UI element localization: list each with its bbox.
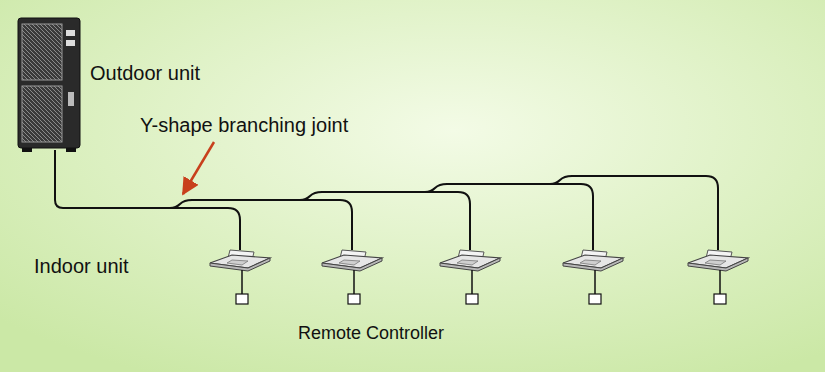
foot [66, 148, 76, 152]
controller-wire [353, 270, 355, 294]
refrigerant-piping [55, 150, 718, 250]
pipe [300, 192, 470, 250]
indoor-units [210, 250, 748, 304]
outdoor-unit-illustration [18, 18, 80, 152]
indoor-unit-illustration [688, 250, 748, 304]
air-grille [339, 260, 360, 265]
indoor-unit-illustration [563, 250, 623, 304]
air-grille [457, 260, 478, 265]
panel-edge [210, 258, 270, 271]
remote-controller [714, 294, 726, 304]
panel-edge [688, 258, 748, 271]
indoor-unit-illustration [210, 250, 270, 304]
label: Y-shape branching joint [140, 114, 348, 137]
remote-controller [236, 294, 248, 304]
label: Outdoor unit [90, 62, 200, 85]
handle [68, 92, 74, 106]
pointer-arrow [183, 142, 214, 194]
panel-edge [322, 258, 382, 271]
remote-controller [466, 294, 478, 304]
pipe [550, 176, 718, 250]
controller-wire [471, 270, 473, 294]
pipe [170, 200, 352, 250]
foot [22, 148, 32, 152]
panel-button [66, 40, 75, 46]
air-grille [580, 260, 601, 265]
air-grille [705, 260, 726, 265]
indoor-unit-illustration [322, 250, 382, 304]
panel-button [66, 30, 75, 36]
label: Indoor unit [34, 255, 129, 278]
fan-grille [22, 24, 62, 80]
fan-grille [22, 86, 62, 142]
controller-wire [241, 270, 243, 294]
remote-controller [589, 294, 601, 304]
pipe [425, 184, 593, 250]
indoor-unit-illustration [440, 250, 500, 304]
outdoor-unit-body [18, 18, 80, 148]
label: Remote Controller [298, 323, 444, 344]
panel-edge [563, 258, 623, 271]
remote-controller [348, 294, 360, 304]
air-grille [227, 260, 248, 265]
controller-wire [594, 270, 596, 294]
panel-edge [440, 258, 500, 271]
controller-wire [719, 270, 721, 294]
